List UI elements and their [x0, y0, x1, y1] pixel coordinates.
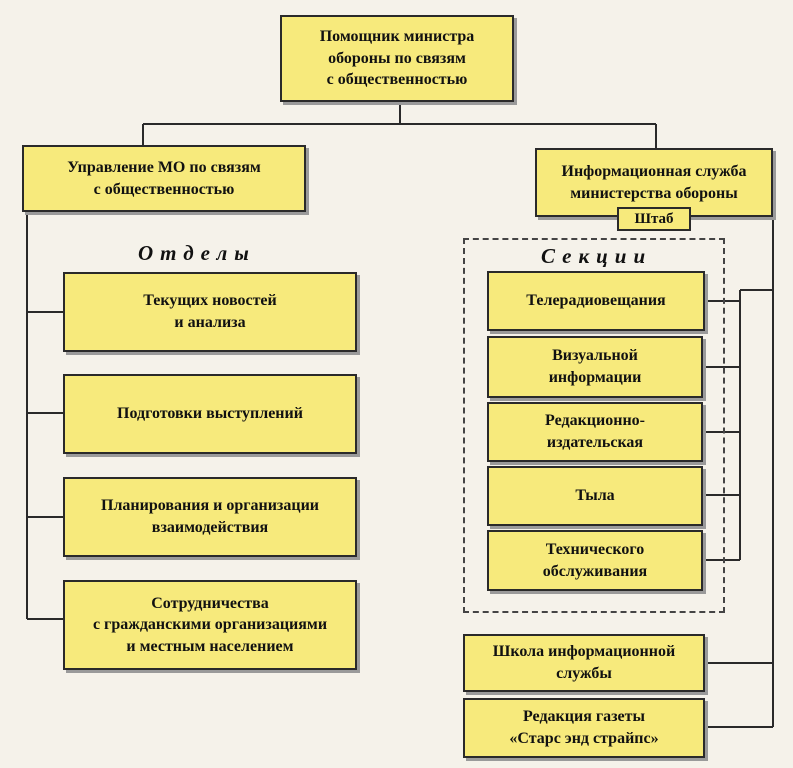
section-box-visual: Визуальной информации [487, 336, 703, 398]
right-head-line-1: Информационная служба [561, 162, 747, 180]
department-line: Планирования и организации [101, 497, 319, 515]
school-box: Школа информационной службы [463, 634, 705, 692]
section-line: Редакционно- [545, 412, 645, 430]
section-box-broadcasting: Телерадиовещания [487, 271, 705, 331]
left-head-line-2: с общественностью [93, 180, 235, 198]
section-line: Визуальной [552, 347, 638, 365]
left-head-box: Управление МО по связям с общественность… [22, 145, 306, 212]
section-box-editorial: Редакционно- издательская [487, 402, 703, 462]
department-box-cooperation: Сотрудничества с гражданскими организаци… [63, 580, 357, 670]
section-box-logistics: Тыла [487, 466, 703, 526]
department-box-speeches: Подготовки выступлений [63, 374, 357, 454]
department-line: Подготовки выступлений [117, 405, 303, 423]
sections-dashed-frame [463, 238, 725, 613]
section-line: Телерадиовещания [526, 292, 666, 310]
department-line: и анализа [174, 314, 246, 331]
section-line: информации [548, 369, 642, 386]
section-line: Тыла [575, 487, 615, 505]
right-head-line-2: министерства обороны [570, 184, 738, 202]
newspaper-line: «Старс энд страйпс» [509, 730, 659, 747]
department-box-planning: Планирования и организации взаимодействи… [63, 477, 357, 557]
departments-heading: Отделы [138, 241, 256, 265]
section-line: Технического [545, 540, 645, 558]
top-line-2: обороны по связям [328, 49, 466, 67]
top-box-assistant-minister: Помощник министра обороны по связям с об… [280, 15, 514, 102]
left-head-line-1: Управление МО по связям [67, 158, 261, 176]
department-line: Текущих новостей [143, 292, 277, 310]
department-box-news: Текущих новостей и анализа [63, 272, 357, 352]
newspaper-box: Редакция газеты «Старс энд страйпс» [463, 698, 705, 758]
section-line: обслуживания [542, 562, 648, 580]
top-line-3: с общественностью [326, 71, 468, 89]
top-line-1: Помощник министра [319, 28, 475, 46]
staff-tab: Штаб [617, 207, 691, 231]
department-line: Сотрудничества [151, 594, 269, 612]
department-line: с гражданскими организациями [92, 616, 328, 634]
section-box-maintenance: Технического обслуживания [487, 530, 703, 591]
newspaper-line: Редакция газеты [522, 708, 645, 726]
sections-heading: Секции [541, 244, 653, 268]
department-line: и местным населением [126, 637, 294, 655]
school-line: Школа информационной [492, 643, 676, 661]
section-line: издательская [546, 434, 644, 451]
school-line: службы [556, 665, 612, 682]
department-line: взаимодействия [151, 519, 269, 536]
